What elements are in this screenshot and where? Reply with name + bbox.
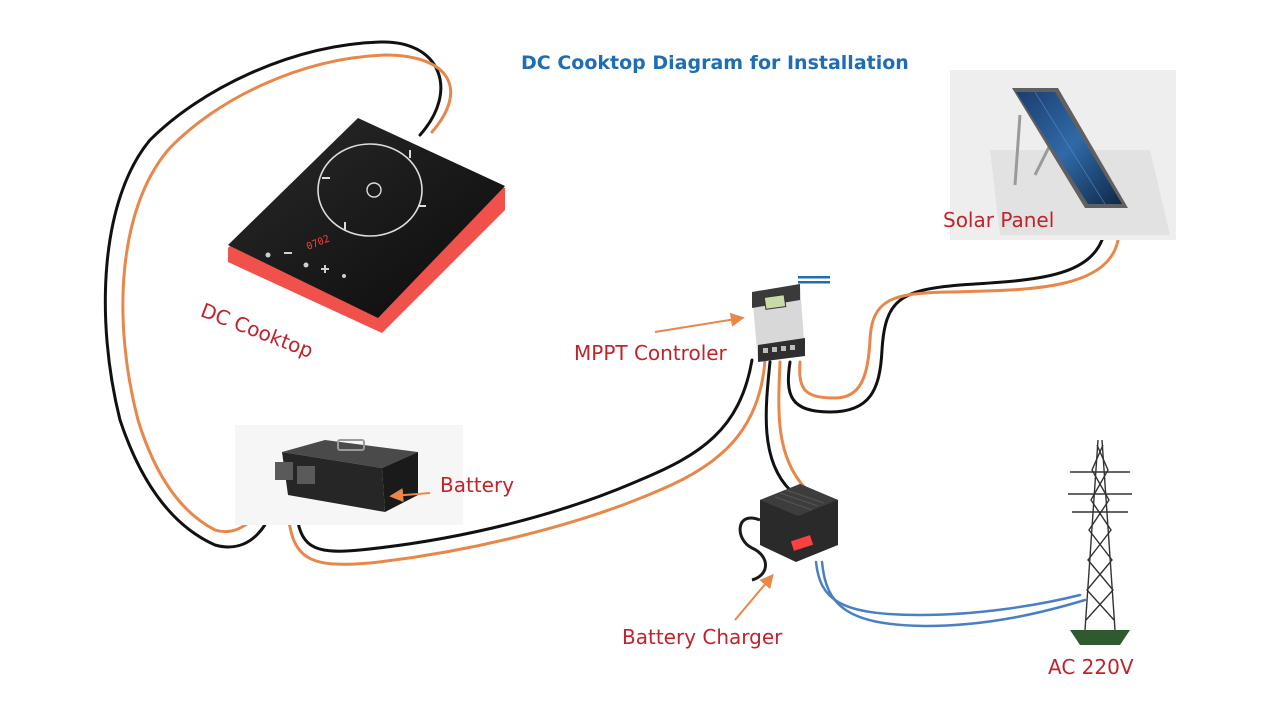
- solar-panel-glass: [1016, 92, 1122, 204]
- wire-mppt-charger-negative: [764, 360, 792, 492]
- cooktop-control-icons: [265, 252, 346, 278]
- label-mppt-controller: MPPT Controler: [574, 341, 727, 365]
- wiring: [103, 40, 1121, 628]
- burner-ring: [317, 143, 423, 237]
- label-ac-source: AC 220V: [1048, 655, 1134, 679]
- arrow-mppt: [654, 312, 745, 333]
- battery-charger-device: [738, 484, 838, 582]
- wire-battery-mppt-positive: [286, 358, 767, 566]
- mppt-screen: [763, 294, 787, 310]
- label-battery: Battery: [440, 473, 515, 497]
- solar-panel-device: [950, 70, 1176, 240]
- wire-mppt-solar-positive: [798, 204, 1121, 400]
- battery-device: [235, 425, 463, 525]
- label-battery-charger: Battery Charger: [622, 625, 783, 649]
- callout-arrows: [389, 312, 774, 621]
- wire-cooktop-battery-negative: [103, 40, 443, 549]
- battery-handle: [337, 439, 365, 451]
- power-tower-device: [1068, 439, 1132, 645]
- charger-cord: [738, 516, 767, 582]
- power-icon: [366, 182, 382, 198]
- label-solar-panel: Solar Panel: [943, 208, 1055, 232]
- wire-cooktop-battery-positive: [121, 53, 453, 534]
- wire-mppt-charger-positive: [777, 360, 807, 490]
- wire-charger-tower-2: [820, 560, 1087, 628]
- battery-top: [282, 440, 418, 468]
- arrow-battery: [389, 488, 431, 503]
- dc-cooktop-device: 0702: [228, 118, 505, 333]
- cooktop-glass-top: [228, 118, 505, 318]
- mppt-controller-device: [752, 276, 830, 362]
- diagram-title: DC Cooktop Diagram for Installation: [521, 52, 909, 74]
- charger-display: [790, 535, 814, 551]
- wire-battery-mppt-negative: [294, 358, 754, 553]
- wire-charger-tower-1: [814, 560, 1082, 617]
- arrow-charger: [734, 573, 774, 621]
